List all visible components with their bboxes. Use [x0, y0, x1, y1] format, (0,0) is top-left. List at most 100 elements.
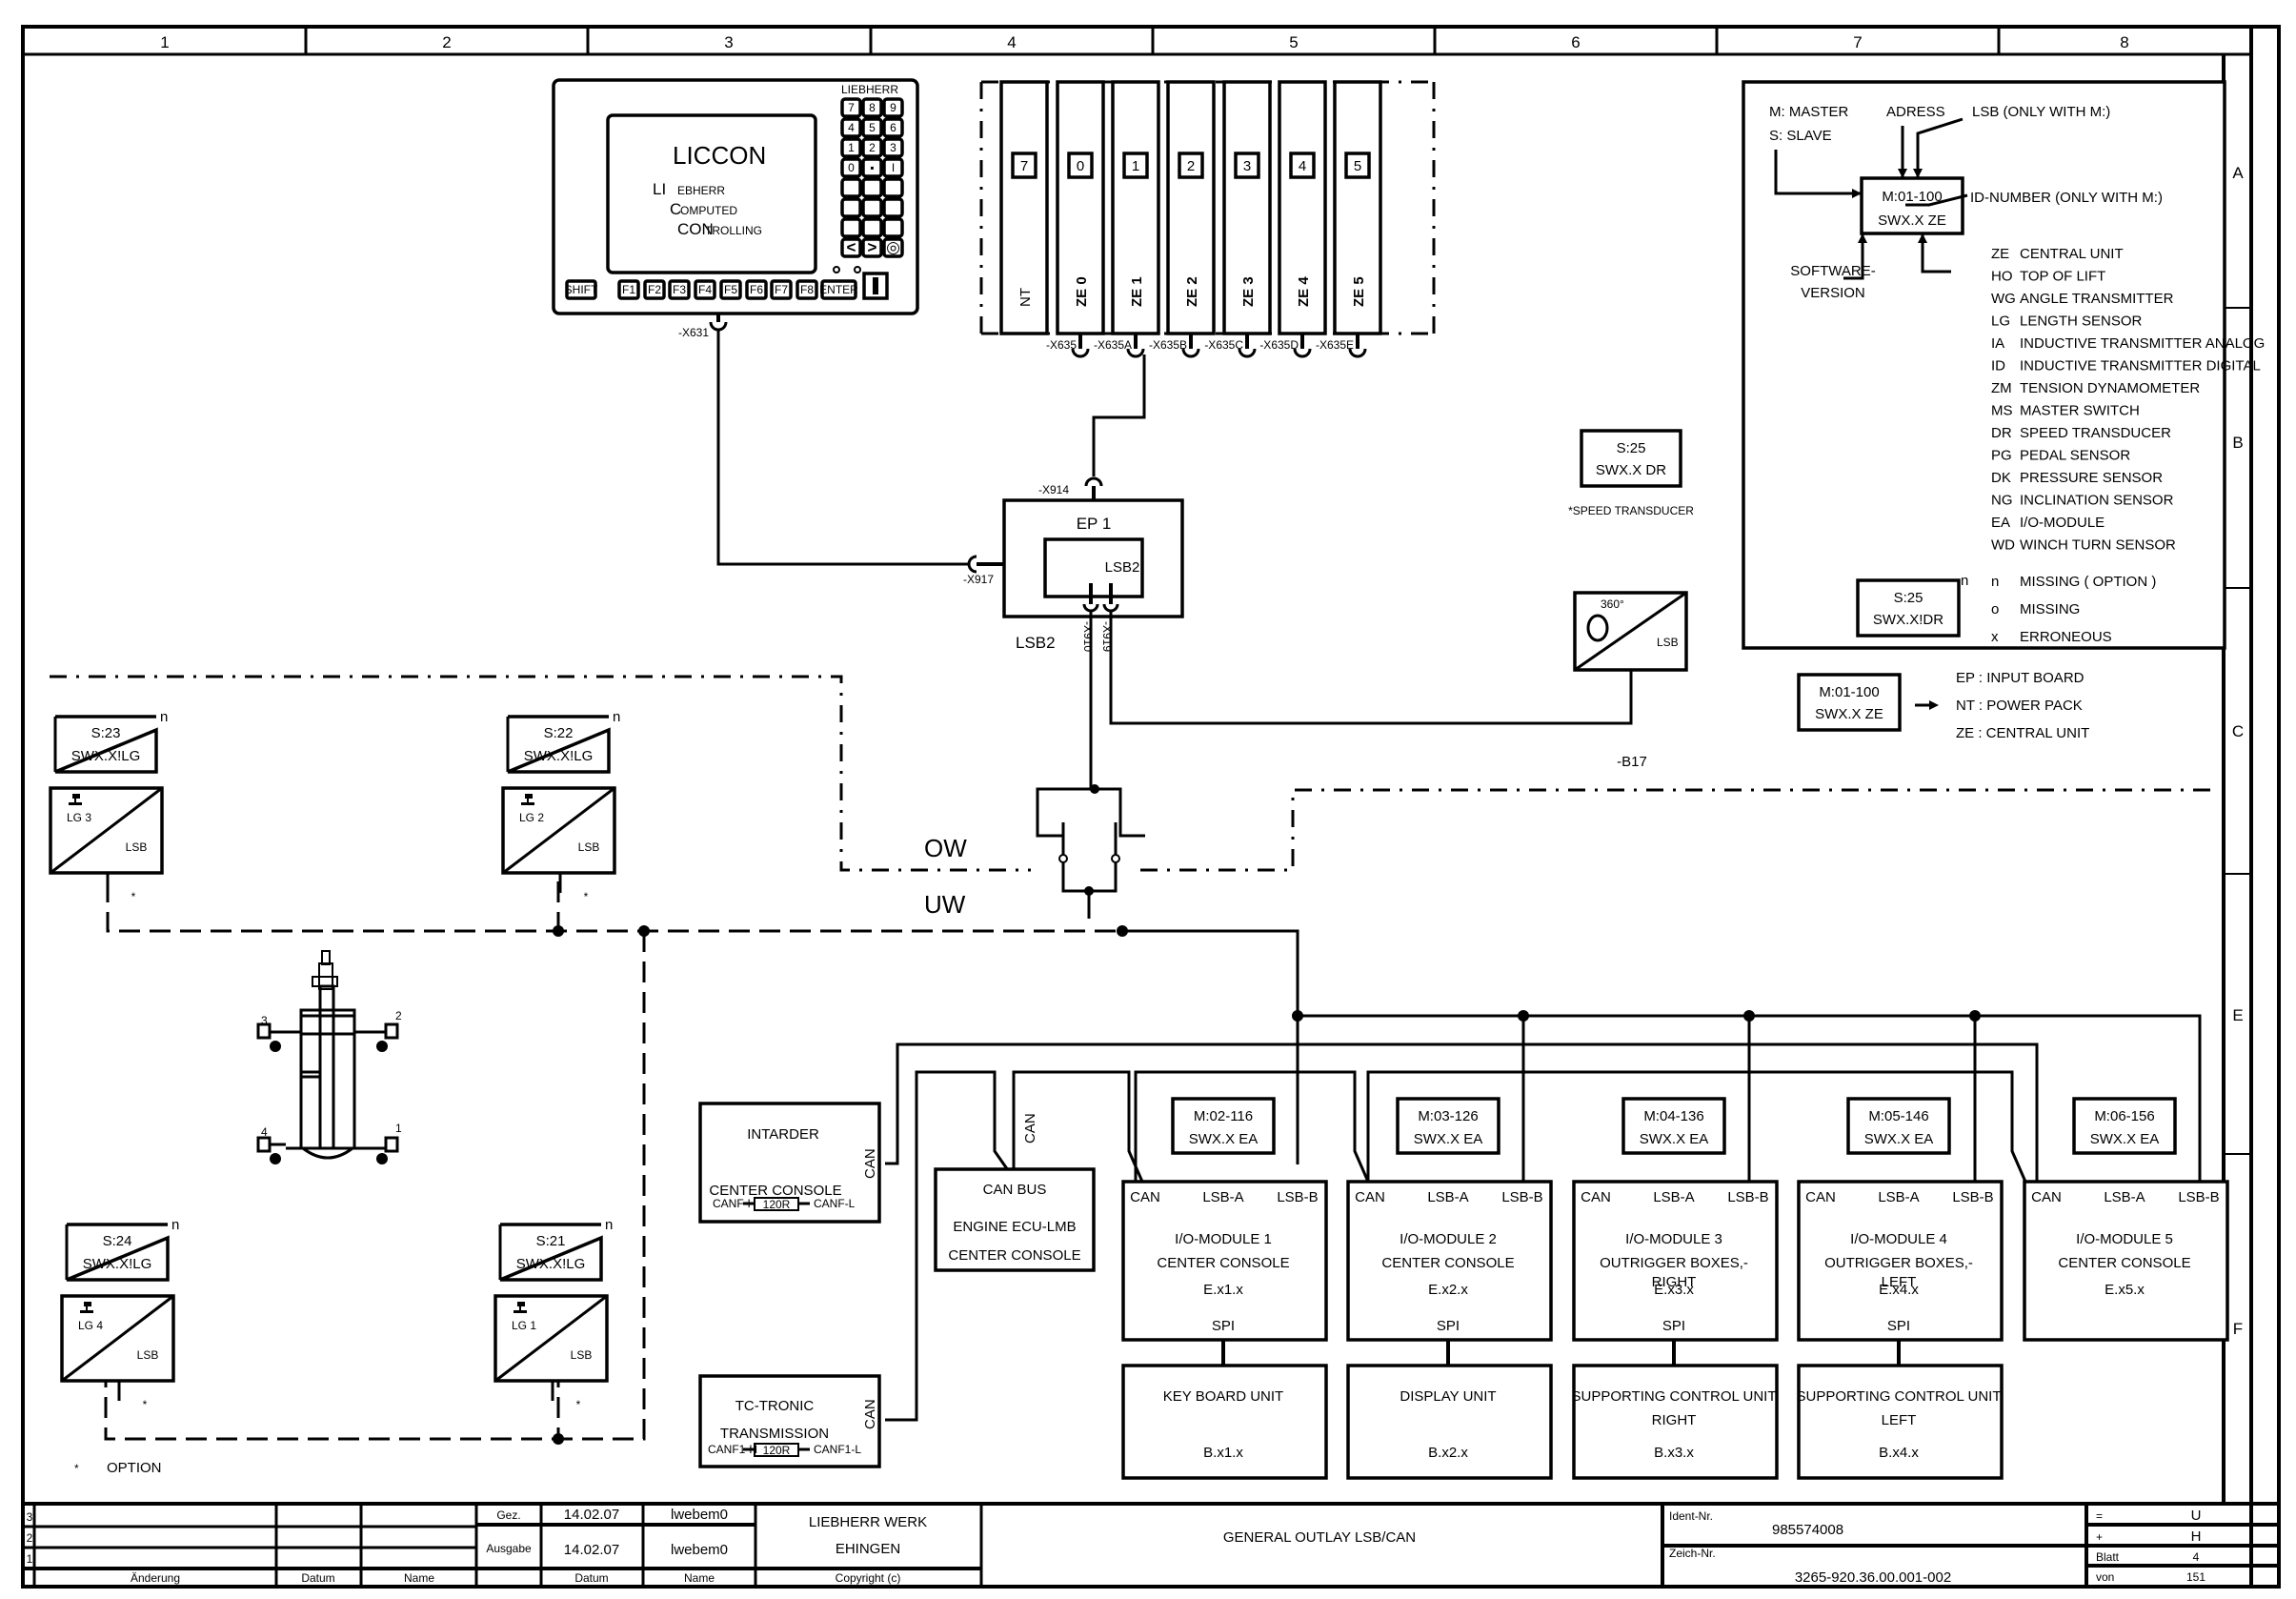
port-lsb-b: LSB-B [1277, 1189, 1318, 1205]
legend-code: ZM [1991, 380, 2012, 396]
liccon-line1-initial: LI [653, 180, 666, 198]
legend-status-desc: MISSING ( OPTION ) [2020, 574, 2156, 590]
keypad-key[interactable] [861, 177, 883, 198]
keypad-key-label: 6 [890, 121, 896, 134]
resistor-value: 120R [763, 1444, 791, 1457]
keypad-key[interactable] [840, 197, 862, 218]
keypad-key[interactable] [882, 197, 904, 218]
of-label: von [2096, 1570, 2114, 1584]
keypad-key[interactable] [882, 177, 904, 198]
module-name: I/O-MODULE 1 [1175, 1231, 1272, 1247]
canbus-title: CAN BUS [983, 1182, 1047, 1198]
function-key[interactable] [565, 279, 597, 300]
keypad-key[interactable] [840, 137, 862, 158]
function-key[interactable] [820, 279, 857, 300]
sensor-flag: n [613, 709, 620, 725]
liccon-line3-initial: CON [677, 220, 714, 238]
function-key[interactable] [745, 279, 768, 300]
legend-desc: PRESSURE SENSOR [2020, 470, 2163, 486]
sheet-value: 4 [2193, 1550, 2200, 1564]
keypad-key[interactable] [861, 97, 883, 118]
canbus-bus: CAN [1022, 1113, 1038, 1144]
liccon-title: LICCON [673, 141, 766, 170]
sensor-bus: LSB [1657, 636, 1679, 649]
spi-label: SPI [1212, 1318, 1235, 1334]
keypad-key[interactable] [882, 217, 904, 238]
legend2-item: EP : INPUT BOARD [1956, 670, 2085, 686]
legend-desc: LENGTH SENSOR [2020, 314, 2143, 330]
tctronic-bus: CAN [862, 1399, 878, 1429]
function-key[interactable] [796, 279, 818, 300]
outrigger-label: 4 [261, 1125, 268, 1139]
column-label: 7 [1853, 33, 1862, 51]
col-date: Datum [574, 1571, 608, 1585]
sensor-name: LG 3 [67, 811, 91, 824]
rack-module: 2ZE 2-X635B [1149, 80, 1216, 358]
title-block: 3 2 1 Änderung Datum Name Gez. 14.02.07 … [23, 1502, 2279, 1587]
rack-module: 5ZE 5-X635E [1316, 80, 1382, 358]
enter-round-key[interactable] [882, 237, 904, 258]
column-label: 6 [1571, 33, 1580, 51]
function-key[interactable] [668, 279, 691, 300]
keypad-key[interactable] [882, 137, 904, 158]
length-sensor-icon [69, 794, 82, 805]
intarder-bus: CAN [862, 1148, 878, 1179]
connector-icon [1071, 348, 1090, 358]
legend-desc: INDUCTIVE TRANSMITTER ANALOG [2020, 335, 2265, 352]
keypad-key[interactable] [840, 97, 862, 118]
keypad-key[interactable] [861, 137, 883, 158]
option-mark: * [584, 890, 589, 903]
wire-ep1-b17 [1109, 611, 1633, 725]
port-lsb-b: LSB-B [1501, 1189, 1542, 1205]
rotation-angle: 360° [1601, 597, 1624, 611]
sensor-type: SWX.X!LG [71, 748, 141, 764]
speed-sensor-b17: S:25 SWX.X DR *SPEED TRANSDUCER 360° LSB… [1568, 429, 1694, 770]
liccon-control-panel: LIEBHERR LICCON LI EBHERR C OMPUTED CON … [552, 78, 919, 339]
keypad-key[interactable] [840, 157, 862, 178]
module-type: SWX.X EA [1414, 1131, 1483, 1147]
function-key-label: F8 [800, 283, 814, 296]
keypad-key[interactable] [840, 217, 862, 238]
function-key[interactable] [694, 279, 716, 300]
module-id: M:04-136 [1643, 1108, 1703, 1124]
function-key-label: F3 [673, 283, 686, 296]
keypad-key[interactable] [861, 217, 883, 238]
function-key[interactable] [617, 279, 640, 300]
ident-number: 985574008 [1772, 1522, 1843, 1538]
function-key[interactable] [643, 279, 666, 300]
option-note: OPTION [107, 1460, 162, 1476]
function-key[interactable] [719, 279, 742, 300]
length-sensor-icon [514, 1302, 527, 1313]
keypad-key-label: 8 [869, 101, 876, 114]
function-key-label: ENTER [819, 283, 858, 296]
nav-key-label: ◎ [886, 238, 900, 256]
keypad-key-label: 7 [848, 101, 855, 114]
connector-label: -X635E [1316, 338, 1354, 352]
keypad-key[interactable] [882, 117, 904, 138]
module-id: M:03-126 [1418, 1108, 1478, 1124]
function-key[interactable] [770, 279, 793, 300]
slot-number: 2 [1187, 158, 1195, 174]
liccon-line3: TROLLING [705, 224, 762, 237]
keypad-key[interactable] [861, 157, 883, 178]
port-lsb-a: LSB-A [1202, 1189, 1243, 1205]
spi-label: SPI [1887, 1318, 1910, 1334]
tctronic-unit: TC-TRONIC TRANSMISSION CAN CANF1-H 120R … [698, 1374, 881, 1468]
arrow-right-key[interactable] [861, 237, 883, 258]
keypad-key[interactable] [840, 177, 862, 198]
outrigger-label: 2 [395, 1009, 402, 1022]
legend-desc: SPEED TRANSDUCER [2020, 425, 2171, 441]
keypad-key[interactable] [882, 157, 904, 178]
col-change: Änderung [131, 1571, 180, 1585]
sub-unit-name: SUPPORTING CONTROL UNIT [1796, 1388, 2001, 1405]
keypad-key[interactable] [861, 117, 883, 138]
arrow-left-key[interactable] [840, 237, 862, 258]
keypad-key[interactable] [861, 197, 883, 218]
company-location: EHINGEN [836, 1541, 900, 1557]
connector-icon [1348, 348, 1367, 358]
keypad-key[interactable] [840, 117, 862, 138]
intarder-subtitle: CENTER CONSOLE [709, 1183, 841, 1199]
keypad-key[interactable] [882, 97, 904, 118]
module-name: I/O-MODULE 4 [1850, 1231, 1947, 1247]
